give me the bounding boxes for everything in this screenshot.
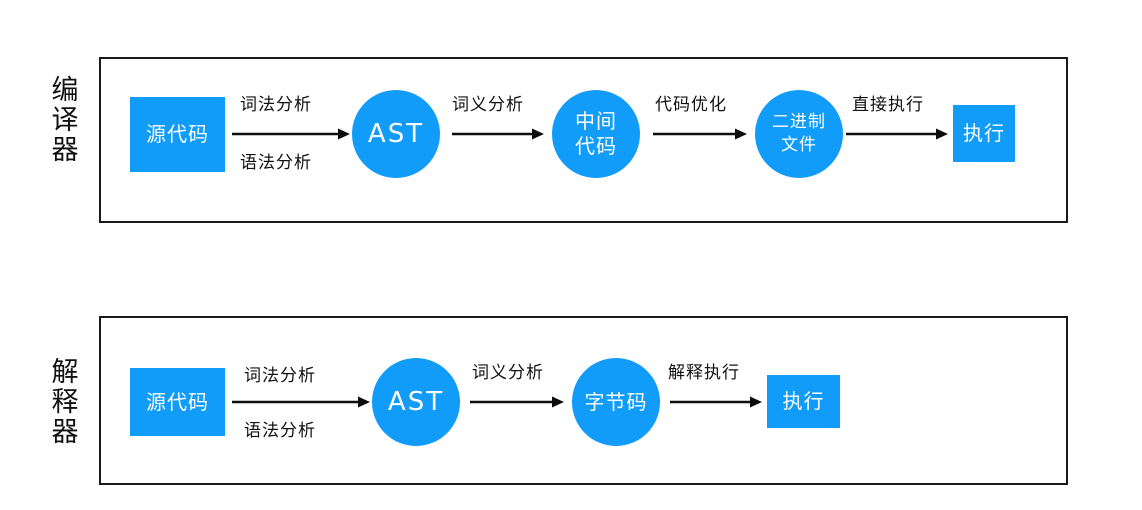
arrow-compiler-source-to-ast — [232, 127, 350, 141]
row-label-compiler-char-2: 器 — [51, 135, 79, 166]
edge-label-interpreter-interpret-execution: 解释执行 — [668, 363, 740, 383]
edge-label-compiler-lexical-analysis: 词法分析 — [240, 95, 312, 115]
node-compiler-execute: 执行 — [953, 105, 1015, 162]
row-label-interpreter: 解 释 器 — [46, 358, 84, 448]
node-compiler-execute-line-0: 执行 — [963, 121, 1005, 145]
node-interpreter-ast-line-0: AST — [387, 386, 445, 417]
edge-label-compiler-semantic-analysis: 词义分析 — [452, 95, 524, 115]
arrow-compiler-binary-to-execute — [846, 127, 948, 141]
node-compiler-ast: AST — [352, 90, 440, 178]
row-label-compiler-char-0: 编 — [51, 75, 79, 106]
edge-label-compiler-code-optimization: 代码优化 — [655, 95, 727, 115]
node-compiler-intermediate-code-line-0: 中间 — [575, 109, 617, 133]
node-interpreter-bytecode-line-0: 字节码 — [584, 389, 648, 414]
node-interpreter-execute: 执行 — [767, 375, 840, 428]
node-interpreter-source-code: 源代码 — [130, 368, 225, 436]
edge-label-interpreter-semantic-analysis: 词义分析 — [472, 363, 544, 383]
arrow-compiler-ast-to-ir — [452, 127, 544, 141]
node-compiler-binary-file-line-0: 二进制 — [772, 112, 826, 132]
node-compiler-binary-file-line-1: 文件 — [781, 135, 817, 155]
node-compiler-intermediate-code: 中间 代码 — [552, 90, 640, 178]
row-label-interpreter-char-2: 器 — [51, 417, 79, 448]
row-label-compiler-char-1: 译 — [51, 105, 79, 136]
edge-label-interpreter-lexical-analysis: 词法分析 — [244, 366, 316, 386]
arrow-compiler-ir-to-binary — [653, 127, 747, 141]
node-interpreter-bytecode: 字节码 — [572, 358, 660, 446]
node-compiler-ast-line-0: AST — [367, 118, 425, 149]
edge-label-interpreter-syntax-analysis: 语法分析 — [244, 421, 316, 441]
arrow-interpreter-ast-to-bytecode — [470, 395, 564, 409]
node-interpreter-source-code-line-0: 源代码 — [146, 389, 209, 414]
node-compiler-source-code-line-0: 源代码 — [146, 122, 209, 146]
edge-label-compiler-syntax-analysis: 语法分析 — [240, 153, 312, 173]
arrow-interpreter-source-to-ast — [232, 395, 370, 409]
arrow-interpreter-bytecode-to-execute — [670, 395, 762, 409]
node-compiler-binary-file: 二进制 文件 — [755, 90, 843, 178]
row-label-interpreter-char-0: 解 — [51, 357, 79, 388]
row-label-interpreter-char-1: 释 — [51, 387, 79, 418]
row-label-compiler: 编 译 器 — [46, 76, 84, 166]
node-compiler-intermediate-code-line-1: 代码 — [575, 134, 617, 158]
edge-label-compiler-direct-execution: 直接执行 — [852, 95, 924, 115]
node-interpreter-execute-line-0: 执行 — [782, 389, 825, 413]
node-compiler-source-code: 源代码 — [130, 97, 225, 172]
node-interpreter-ast: AST — [372, 358, 460, 446]
